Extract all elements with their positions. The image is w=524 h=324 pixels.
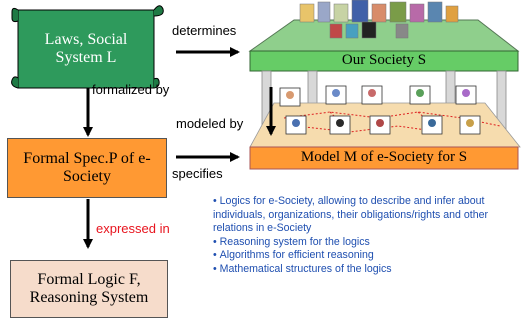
edge-label-expressed-in: expressed in: [96, 221, 170, 236]
society-band: [249, 50, 519, 72]
people-icons: [299, 0, 459, 39]
model-title: Model M of e-Society for S: [250, 147, 518, 169]
formal-spec-box-label: Formal Spec.P of e-Society: [23, 149, 151, 185]
model-band: [249, 146, 519, 170]
bullet-item: Reasoning system for the logics: [213, 236, 523, 250]
bullet-list: Logics for e-Society, allowing to descri…: [213, 195, 523, 277]
society-title: Our Society S: [250, 51, 518, 71]
laws-scroll: [11, 5, 164, 89]
society-title-label: Our Society S: [341, 52, 427, 69]
bullet-item: Algorithms for efficient reasoning: [213, 249, 523, 263]
e-society-icons: [279, 85, 481, 135]
arrows: [83, 47, 276, 249]
laws-box-label: Laws, Social System L: [44, 30, 128, 66]
building-roof: [248, 19, 520, 52]
bullet-item: Mathematical structures of the logics: [213, 263, 523, 277]
edge-label-specifies: specifies: [172, 166, 223, 181]
bullet-item: Logics for e-Society, allowing to descri…: [213, 195, 523, 236]
formal-logic-box: Formal Logic F, Reasoning System: [10, 260, 168, 318]
formal-spec-box: Formal Spec.P of e-Society: [7, 138, 167, 198]
formal-logic-box-label: Formal Logic F, Reasoning System: [29, 270, 149, 306]
edge-label-determines: determines: [172, 23, 237, 38]
edge-label-formalized-by: formalized by: [92, 82, 170, 97]
model-title-label: Model M of e-Society for S: [300, 149, 468, 166]
edge-label-modeled-by: modeled by: [176, 116, 244, 131]
laws-box: Laws, Social System L: [20, 12, 152, 86]
